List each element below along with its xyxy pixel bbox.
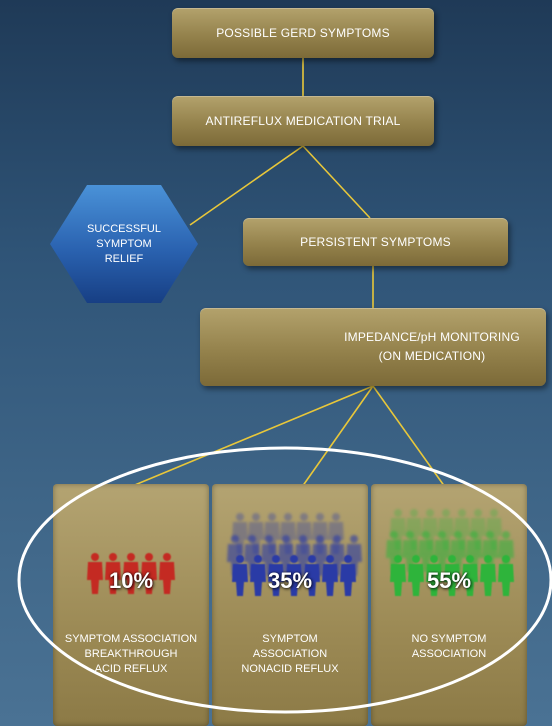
node-label: PERSISTENT SYMPTOMS xyxy=(300,235,451,249)
node-label-line: SUCCESSFUL xyxy=(87,222,161,235)
node-persistent-symptoms: PERSISTENT SYMPTOMS xyxy=(243,218,508,266)
node-impedance-ph-monitoring: IMPEDANCE/pH MONITORING (ON MEDICATION) xyxy=(200,308,546,386)
node-label-line: (ON MEDICATION) xyxy=(378,349,486,363)
node-label-line: RELIEF xyxy=(104,252,144,265)
connector-trial-relief xyxy=(189,145,304,226)
caption-line: SYMPTOM ASSOCIATION xyxy=(64,633,198,645)
node-label-line: SYMPTOM xyxy=(96,237,152,250)
outcome-percent-nonacid-reflux: 35% xyxy=(267,568,313,593)
outcome-panel-acid-reflux xyxy=(53,484,209,726)
caption-line: ACID REFLUX xyxy=(94,663,168,675)
caption-line: ASSOCIATION xyxy=(252,648,328,660)
node-label: ANTIREFLUX MEDICATION TRIAL xyxy=(205,114,401,128)
outcome-caption-acid-reflux: SYMPTOM ASSOCIATION BREAKTHROUGH ACID RE… xyxy=(53,632,209,677)
node-label: POSSIBLE GERD SYMPTOMS xyxy=(216,26,390,40)
caption-line: NO SYMPTOM xyxy=(411,633,487,645)
caption-line: ASSOCIATION xyxy=(411,648,487,660)
outcome-caption-nonacid-reflux: SYMPTOM ASSOCIATION NONACID REFLUX xyxy=(212,632,368,677)
caption-line: BREAKTHROUGH xyxy=(84,648,178,660)
node-possible-gerd-symptoms: POSSIBLE GERD SYMPTOMS xyxy=(172,8,434,58)
node-successful-symptom-relief: SUCCESSFUL SYMPTOM RELIEF xyxy=(50,185,198,303)
outcome-percent-acid-reflux: 10% xyxy=(108,568,154,593)
outcome-percent-no-association: 55% xyxy=(426,568,472,593)
connector-trial-persistent xyxy=(302,145,371,219)
caption-line: SYMPTOM xyxy=(262,633,318,645)
caption-line: NONACID REFLUX xyxy=(241,663,339,675)
node-antireflux-medication-trial: ANTIREFLUX MEDICATION TRIAL xyxy=(172,96,434,146)
node-label-line: IMPEDANCE/pH MONITORING xyxy=(344,330,520,344)
connector-monitoring-outcome-1 xyxy=(129,385,374,488)
connector-monitoring-outcome-2 xyxy=(301,385,374,488)
outcome-caption-no-association: NO SYMPTOM ASSOCIATION xyxy=(371,632,527,662)
